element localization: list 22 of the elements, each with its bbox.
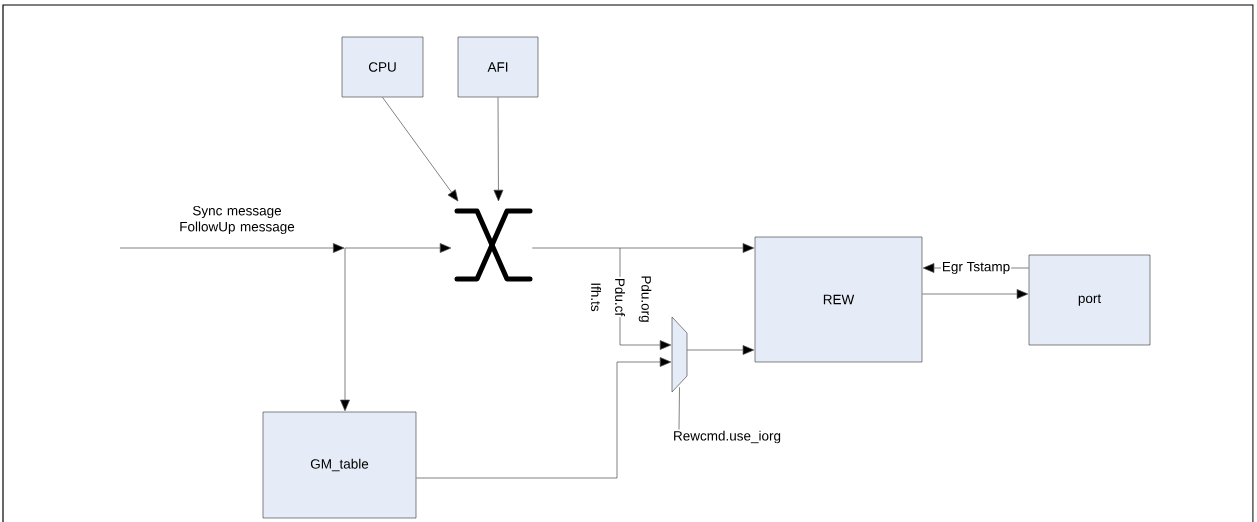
block-box: AFI [457,36,539,98]
arrow [119,243,345,253]
arrow [619,243,755,253]
edge-label: Pdu.cf [615,279,625,317]
arrow [382,96,459,202]
arrow [340,247,350,412]
block-box: REW [754,236,923,363]
signal-label: Pdu.org [638,276,652,322]
signal-label: Ifh.ts [591,283,601,312]
multiplexer-symbol [671,316,688,393]
crossbar-symbol [454,208,533,282]
arrow [344,243,452,253]
arrow [921,289,1029,299]
block-box: CPU [341,36,424,98]
arrow [415,357,672,479]
arrow [493,96,504,202]
arrow [686,345,755,355]
edge-label: Sync message FollowUp message [180,205,295,235]
signal-label: Rewcmd.use_iorg [674,430,781,444]
block-box: port [1028,254,1151,346]
block-box: GM_table [262,411,417,519]
edge-label: Egr Tstamp [943,261,1010,275]
